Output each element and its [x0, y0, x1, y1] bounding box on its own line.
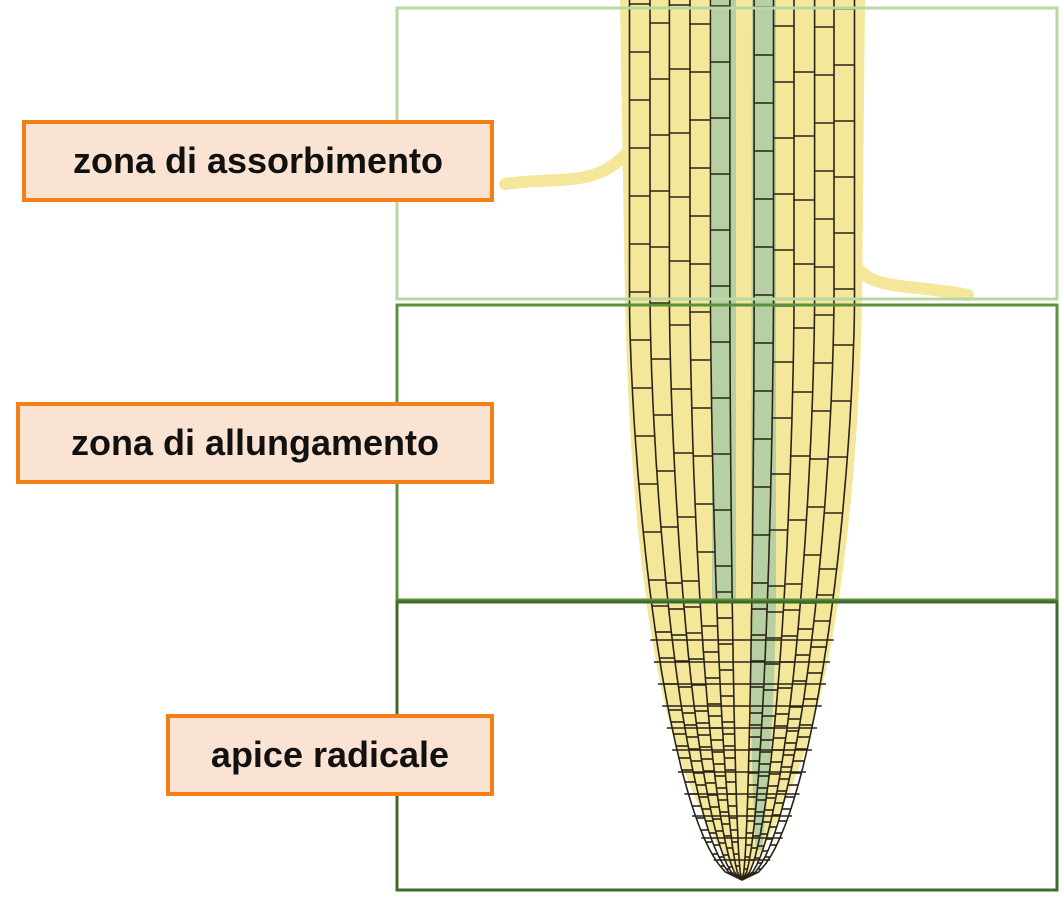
- label-elongation-zone: zona di allungamento: [16, 402, 494, 484]
- label-absorption-text: zona di assorbimento: [73, 140, 443, 182]
- label-apex-text: apice radicale: [211, 734, 449, 776]
- label-absorption-zone: zona di assorbimento: [22, 120, 494, 202]
- root-hair-right: [850, 250, 968, 295]
- root-hair-left: [505, 150, 630, 184]
- root-body: [620, 0, 865, 880]
- label-apex-zone: apice radicale: [166, 714, 494, 796]
- label-elongation-text: zona di allungamento: [71, 422, 439, 464]
